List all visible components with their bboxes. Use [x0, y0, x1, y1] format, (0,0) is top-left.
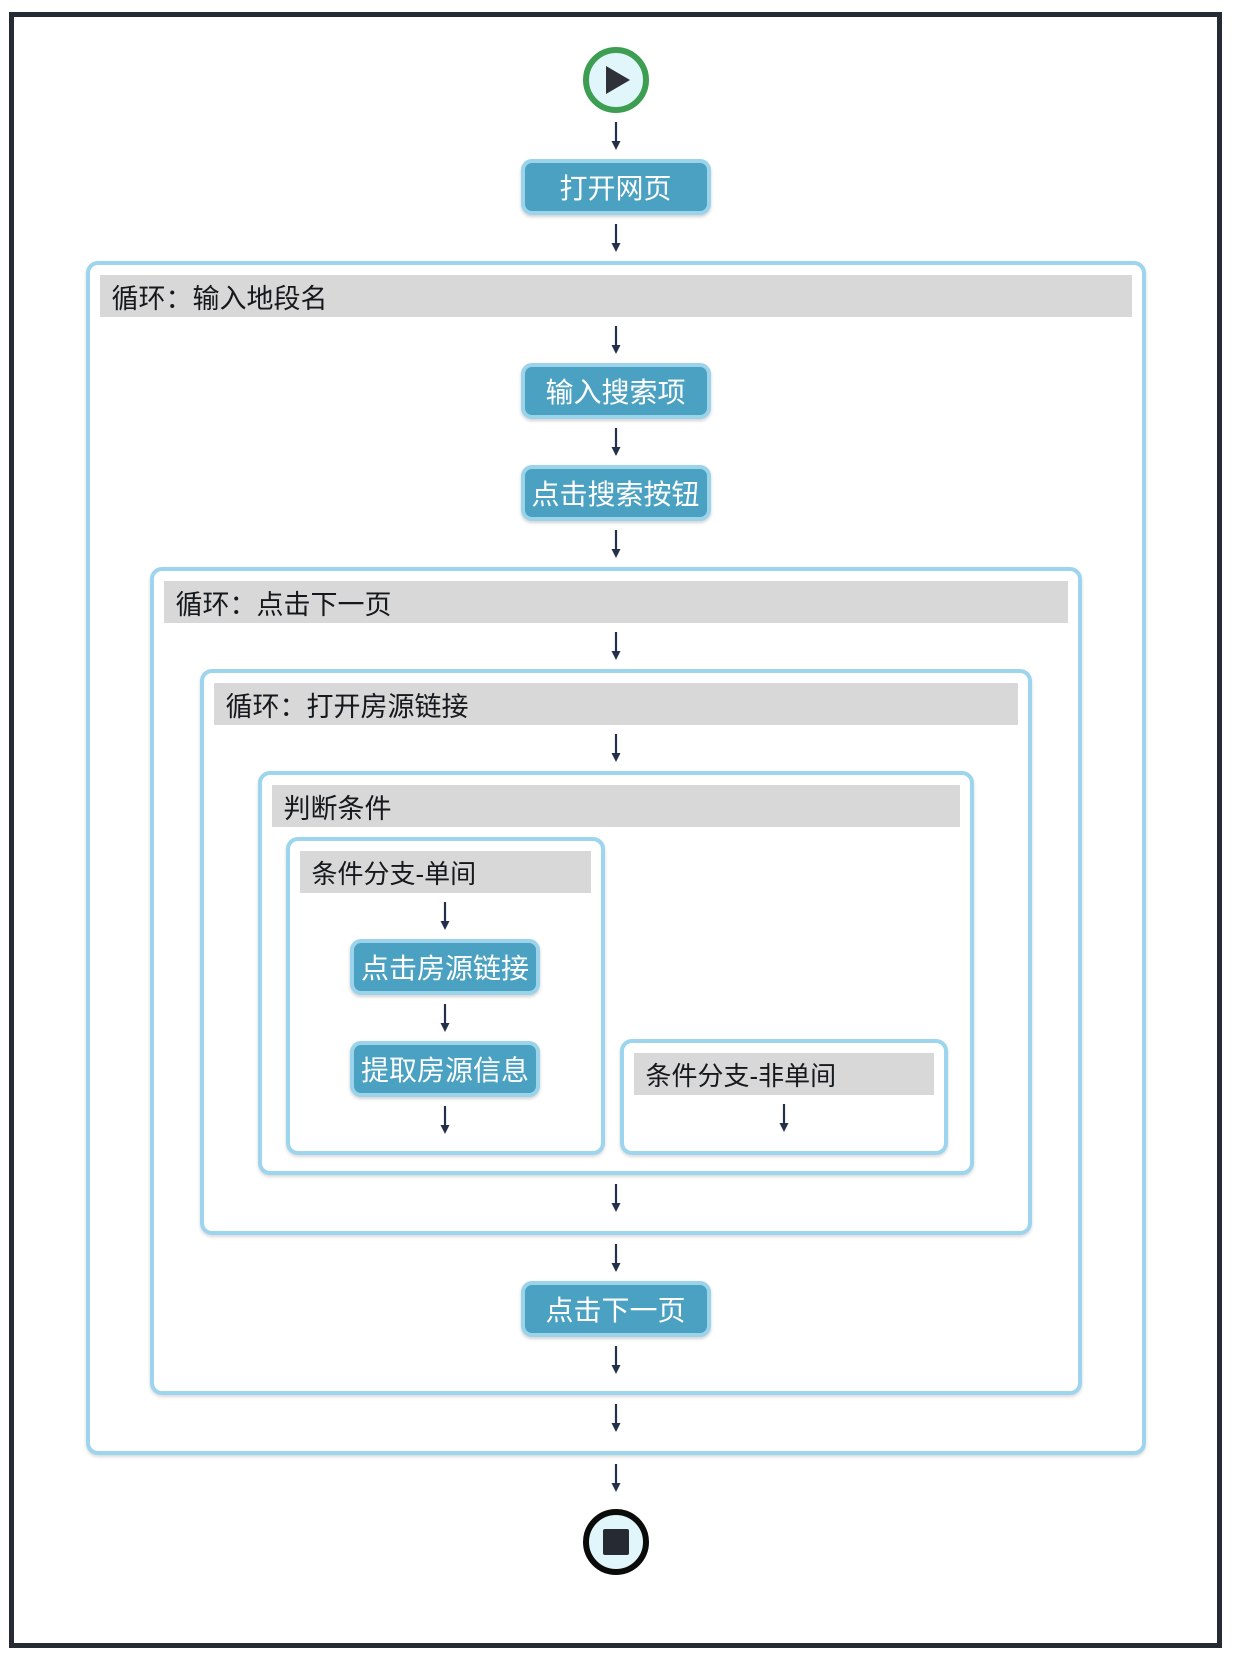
- branch-single-room-header[interactable]: 条件分支-单间: [299, 851, 591, 893]
- arrow-down-icon: [611, 1464, 620, 1492]
- arrow-down-icon: [440, 1004, 450, 1032]
- arrow-down-icon: [440, 1106, 450, 1134]
- step-input-search[interactable]: 输入搜索项: [520, 363, 711, 419]
- step-click-listing[interactable]: 点击房源链接: [350, 939, 540, 995]
- canvas-frame: 打开网页 循环：输入地段名 输入搜索项 点击搜索按钮 循环：点击下一页 循环：打…: [9, 12, 1222, 1648]
- branch-single-room[interactable]: 条件分支-单间 点击房源链接 提取房源信息: [285, 837, 605, 1155]
- start-node[interactable]: [582, 47, 649, 113]
- arrow-down-icon: [611, 1346, 620, 1374]
- step-click-next-page[interactable]: 点击下一页: [520, 1281, 711, 1337]
- play-icon: [605, 66, 630, 94]
- step-open-page[interactable]: 打开网页: [520, 159, 711, 215]
- arrow-down-icon: [611, 1184, 620, 1212]
- arrow-down-icon: [440, 902, 450, 930]
- arrow-down-icon: [611, 632, 620, 660]
- arrow-down-icon: [611, 224, 620, 252]
- arrow-down-icon: [611, 428, 620, 456]
- loop-next-page-header[interactable]: 循环：点击下一页: [163, 581, 1068, 623]
- arrow-down-icon: [611, 734, 620, 762]
- arrow-down-icon: [779, 1104, 788, 1132]
- branch-not-single-room-header[interactable]: 条件分支-非单间: [633, 1053, 934, 1095]
- step-click-search[interactable]: 点击搜索按钮: [520, 465, 711, 521]
- arrow-down-icon: [611, 1244, 620, 1272]
- loop-next-page-container[interactable]: 循环：点击下一页 循环：打开房源链接 判断条件 条件分支-单间: [149, 567, 1082, 1395]
- condition-header[interactable]: 判断条件: [271, 785, 960, 827]
- main-flow-column: 打开网页 循环：输入地段名 输入搜索项 点击搜索按钮 循环：点击下一页 循环：打…: [14, 17, 1217, 1575]
- loop-open-listing-container[interactable]: 循环：打开房源链接 判断条件 条件分支-单间 点击房源链接: [199, 669, 1032, 1235]
- stop-icon: [602, 1529, 629, 1555]
- condition-container[interactable]: 判断条件 条件分支-单间 点击房源链接 提取房源信息: [257, 771, 974, 1175]
- arrow-down-icon: [611, 1404, 620, 1432]
- loop-open-listing-header[interactable]: 循环：打开房源链接: [213, 683, 1018, 725]
- condition-branches-row: 条件分支-单间 点击房源链接 提取房源信息 条件分支-非单间: [262, 827, 970, 1155]
- arrow-down-icon: [611, 326, 620, 354]
- loop-district-header[interactable]: 循环：输入地段名: [99, 275, 1132, 317]
- arrow-down-icon: [611, 530, 620, 558]
- branch-not-single-room[interactable]: 条件分支-非单间: [619, 1039, 948, 1155]
- arrow-down-icon: [611, 122, 620, 150]
- end-node[interactable]: [582, 1509, 649, 1575]
- step-extract-listing[interactable]: 提取房源信息: [350, 1041, 540, 1097]
- loop-district-container[interactable]: 循环：输入地段名 输入搜索项 点击搜索按钮 循环：点击下一页 循环：打开房源链接…: [85, 261, 1146, 1455]
